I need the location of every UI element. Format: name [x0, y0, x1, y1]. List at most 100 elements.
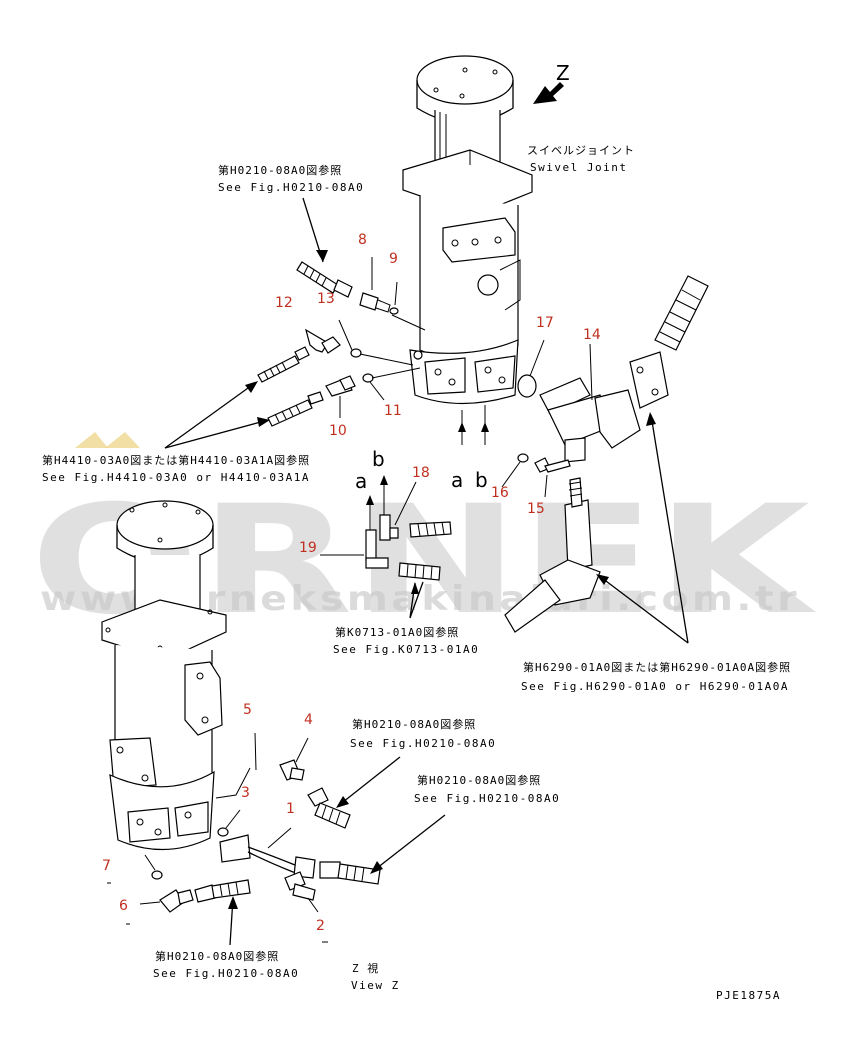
port-label-a-upper: a: [451, 468, 463, 492]
hose-upper-right: [629, 275, 709, 409]
leader-line: [371, 367, 421, 379]
leader-line: [215, 767, 251, 799]
leader-arrowhead: [411, 582, 419, 594]
part-6-elbow: [139, 889, 194, 913]
part-14-elbow: [539, 343, 641, 463]
leader-line: [394, 281, 398, 306]
drawing-code: PJE1875A: [716, 989, 781, 1002]
ref-h4410-jp: 第H4410-03A0図または第H4410-03A1A図参照: [42, 453, 310, 467]
callout-13: 13: [317, 291, 335, 307]
part-10-fitting: [325, 375, 356, 418]
swivel-joint-label-en: Swivel Joint: [530, 161, 627, 174]
hose-end-left-1: [257, 346, 310, 383]
port-label-b-upper: b: [475, 468, 488, 492]
hose-end-mid2: [319, 861, 381, 885]
ref-k0713-jp: 第K0713-01A0図参照: [335, 625, 459, 639]
leader-line: [391, 314, 426, 331]
leader-line: [144, 854, 156, 871]
ref-h0210-mid1-en: See Fig.H0210-08A0: [350, 737, 496, 750]
part-17-oring: [517, 374, 537, 398]
leader-arrowhead: [596, 574, 609, 585]
port-arrow-b: [481, 422, 489, 432]
callout-6: 6: [119, 898, 128, 914]
watermark-logo-marks: [75, 432, 140, 448]
ref-h0210-bot-en: See Fig.H0210-08A0: [153, 967, 299, 980]
view-z-marker: Z: [556, 61, 570, 85]
view-z-arrow: [533, 82, 564, 104]
swivel-joint-upper: [402, 55, 533, 405]
part-8-fitting: [359, 257, 391, 313]
ref-h0210-top-en: See Fig.H0210-08A0: [218, 181, 364, 194]
part-19-tee: [365, 475, 399, 569]
leader-line: [597, 574, 689, 644]
tick-marks: [107, 882, 328, 943]
callout-3: 3: [241, 785, 250, 801]
leader-line: [394, 481, 417, 526]
swivel-joint-lower: [101, 500, 227, 851]
leader-line: [369, 381, 385, 401]
callout-17: 17: [536, 315, 554, 331]
part-13-oring: [350, 348, 362, 358]
ref-k0713-en: See Fig.K0713-01A0: [333, 643, 479, 656]
part-9-oring: [389, 307, 399, 315]
part-11-oring: [362, 373, 374, 383]
leader-line: [225, 809, 241, 829]
leader-line: [501, 461, 521, 488]
part-16-washer: [517, 453, 529, 463]
view-z-label-en: View Z: [351, 979, 400, 992]
callout-15: 15: [527, 501, 545, 517]
hose-end-left-2: [267, 391, 324, 427]
callout-14: 14: [583, 327, 601, 343]
part-7-oring: [151, 870, 163, 880]
ref-h0210-mid2-jp: 第H0210-08A0図参照: [417, 773, 541, 787]
callout-19: 19: [299, 540, 317, 556]
leader-arrowhead: [228, 896, 238, 909]
leader-line: [359, 353, 414, 366]
leader-line: [650, 414, 689, 644]
leader-arrowhead: [257, 417, 270, 427]
part-15-bolt: [534, 457, 571, 498]
hose-end-top: [296, 261, 353, 298]
callout-4: 4: [304, 712, 313, 728]
ref-h6290-jp: 第H6290-01A0図または第H6290-01A0A図参照: [523, 660, 791, 674]
part-2-bolt: [284, 871, 319, 913]
leader-arrowhead: [336, 796, 349, 808]
callout-7: 7: [102, 858, 111, 874]
ref-h0210-bot-jp: 第H0210-08A0図参照: [155, 949, 279, 963]
callout-16: 16: [491, 485, 509, 501]
ref-h6290-en: See Fig.H6290-01A0 or H6290-01A0A: [521, 680, 789, 693]
ref-h0210-mid1-jp: 第H0210-08A0図参照: [352, 717, 476, 731]
leader-arrowhead: [316, 250, 328, 262]
swivel-joint-label-jp: スイベルジョイント: [527, 144, 635, 157]
callout-12: 12: [275, 295, 293, 311]
leader-line: [164, 382, 256, 449]
leader-line: [338, 319, 353, 351]
hose-lower-right: [504, 477, 601, 633]
part-1-tube: [219, 827, 316, 879]
leader-arrowhead: [370, 861, 383, 874]
callout-18: 18: [412, 465, 430, 481]
callout-11: 11: [384, 403, 402, 419]
callout-8: 8: [358, 232, 367, 248]
port-label-b-mid: b: [372, 447, 385, 471]
port-lines: [461, 405, 486, 445]
leader-arrowhead: [646, 412, 656, 426]
part-4-elbow: [279, 737, 309, 781]
part-3-oring: [217, 827, 229, 837]
part-12-elbow: [305, 328, 341, 354]
part-5-pin: [254, 732, 257, 771]
callout-9: 9: [389, 251, 398, 267]
callout-2: 2: [316, 918, 325, 934]
leader-arrowhead: [245, 381, 258, 393]
leader-line: [371, 814, 446, 873]
leader-line: [529, 339, 545, 377]
hose-end-bottom: [194, 879, 251, 903]
ref-h4410-en: See Fig.H4410-03A0 or H4410-03A1A: [42, 471, 310, 484]
view-z-label-jp: Z 視: [352, 961, 379, 975]
port-arrow-a: [458, 422, 466, 432]
hose-pieces-mid: [398, 521, 452, 581]
leader-line: [337, 756, 401, 807]
port-label-a-mid: a: [355, 469, 367, 493]
